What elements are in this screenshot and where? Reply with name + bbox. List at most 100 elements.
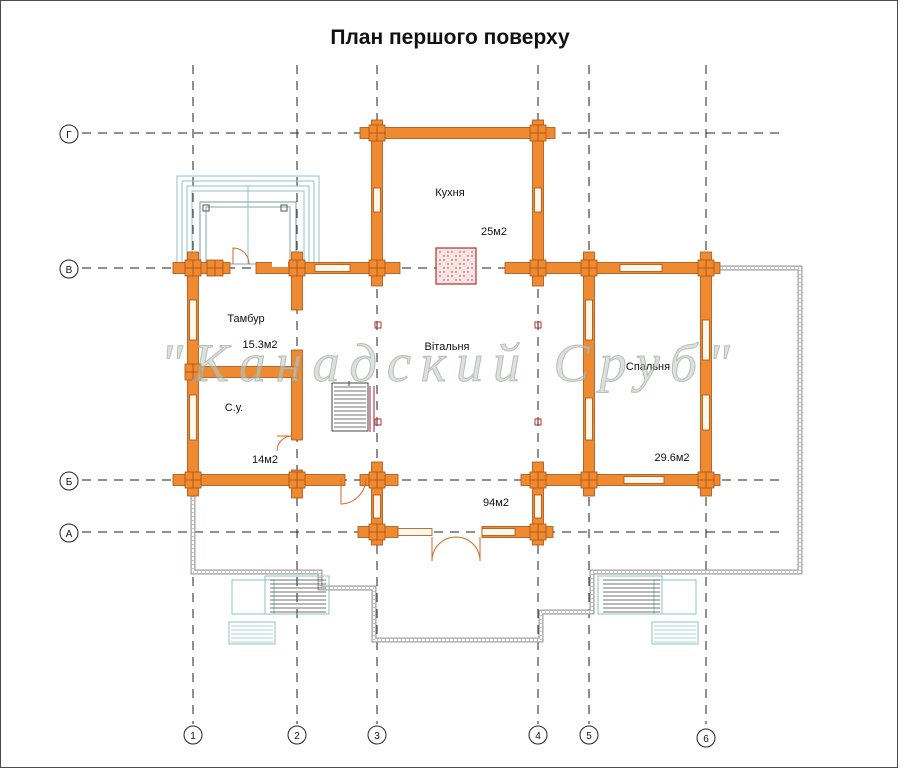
log-wall [504, 262, 721, 274]
stairs-right-frame [597, 575, 663, 615]
hatch-dot [467, 259, 469, 261]
log-wall [172, 262, 231, 274]
axis-bubble-col: 3 [367, 725, 387, 745]
axis-bubble-row: Г [59, 124, 79, 144]
terrace-stairs [228, 575, 699, 645]
hatch-dot [459, 275, 461, 277]
room-name-kitchen: Кухня [435, 187, 464, 199]
axis-label-col: 2 [294, 731, 300, 742]
stairs-left-block [228, 621, 276, 645]
axis-bubble-col: 6 [696, 728, 716, 748]
hatch-dot [447, 279, 449, 281]
window [189, 394, 197, 441]
hatch-dot [471, 279, 473, 281]
column [534, 418, 542, 426]
window [397, 528, 433, 536]
axis-bubble-row: В [59, 259, 79, 279]
hatch-dot [459, 263, 461, 265]
stairs-right-block [651, 621, 699, 645]
main-door-left [431, 536, 457, 562]
windows [189, 187, 710, 536]
window [585, 397, 593, 441]
room-area-vestibule: 15.3м2 [242, 339, 277, 351]
hatch-dot [459, 255, 461, 257]
hatch-dot [439, 275, 441, 277]
column [534, 321, 542, 329]
hatch-dot [471, 251, 473, 253]
staircase-frame [331, 382, 369, 432]
columns [374, 321, 542, 426]
axis-label-col: 1 [190, 731, 196, 742]
main-door-right [455, 536, 481, 562]
hatch-dot [447, 267, 449, 269]
window [189, 299, 197, 341]
window [481, 528, 516, 536]
log-wall [192, 366, 298, 378]
axis-bubble-col: 1 [183, 725, 203, 745]
axis-label-col: 4 [535, 731, 541, 742]
hatch-dot [455, 271, 457, 273]
axis-bubble-row: Б [59, 471, 79, 491]
stairs-left-landing [231, 579, 275, 615]
hatch-dot [471, 275, 473, 277]
hatch-dot [467, 267, 469, 269]
staircase-treads [334, 386, 366, 428]
window [619, 264, 663, 272]
hatch-dot [455, 267, 457, 269]
stairs-right-landing [653, 579, 697, 615]
axis-label-col: 3 [374, 731, 380, 742]
hatch-dot [439, 259, 441, 261]
log-wall [700, 251, 712, 497]
column [374, 321, 382, 329]
hatch-dot [463, 251, 465, 253]
room-name-bedroom: Спальня [626, 361, 670, 373]
plan-title: План першого поверху [330, 26, 570, 49]
hatch-dot [443, 271, 445, 273]
hatch-dot [439, 251, 441, 253]
bathroom-door [276, 435, 293, 452]
axis-bubble-col: 5 [579, 725, 599, 745]
hatch-dot [451, 271, 453, 273]
room-labels: Кухня 25м2 Тамбур 15.3м2 Вітальня 94м2 С… [225, 187, 690, 509]
fireplace-block [435, 247, 477, 285]
hatch-dot [443, 259, 445, 261]
stair-treads [231, 579, 696, 643]
hatch-dot [439, 271, 441, 273]
hatch-dot [455, 259, 457, 261]
window [534, 187, 542, 213]
hatch-dot [467, 255, 469, 257]
hatch-dot [451, 259, 453, 261]
hatch-dot [451, 251, 453, 253]
hatch-dot [455, 255, 457, 257]
terrace-outline [190, 265, 803, 643]
hatch-dot [471, 255, 473, 257]
hatch-dot [443, 279, 445, 281]
window [623, 476, 665, 484]
hatch-dot [467, 279, 469, 281]
window [702, 394, 710, 431]
axis-bubble-row: А [59, 523, 79, 543]
hatch-dot [443, 255, 445, 257]
window [373, 494, 381, 519]
window [373, 187, 381, 213]
hatch-dot [455, 279, 457, 281]
hatch-dot [447, 263, 449, 265]
log-corners [184, 124, 715, 541]
hatch-dot [447, 275, 449, 277]
log-wall [583, 251, 595, 497]
log-wall [291, 349, 303, 441]
room-area-bedroom: 29.6м2 [654, 452, 689, 464]
grid-axes [82, 65, 780, 724]
window [585, 299, 593, 341]
log-wall [359, 127, 556, 139]
window [314, 264, 351, 272]
hatch-dot [463, 275, 465, 277]
axis-bubble-col: 2 [287, 725, 307, 745]
hatch-dot [447, 255, 449, 257]
hatch-dot [439, 263, 441, 265]
column [374, 418, 382, 426]
room-name-vestibule: Тамбур [227, 313, 264, 325]
hatch-dot [451, 275, 453, 277]
fireplace [435, 247, 477, 285]
